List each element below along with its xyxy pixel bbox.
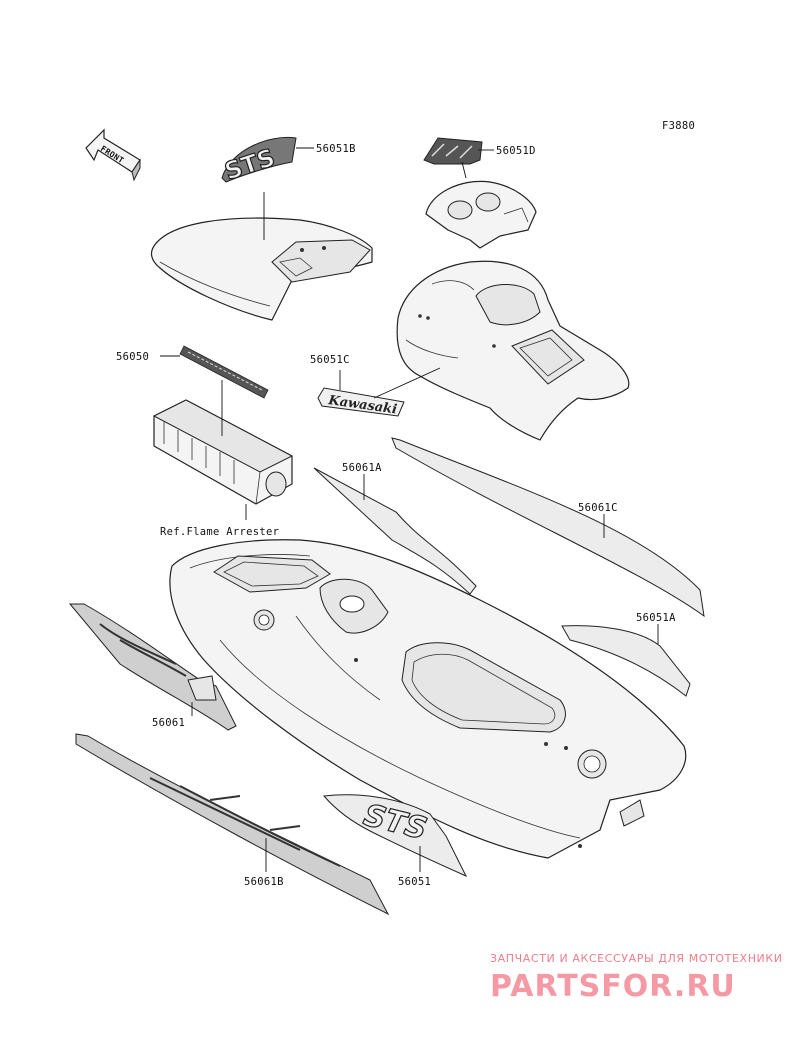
- watermark-tagline: ЗАПЧАСТИ И АКСЕССУАРЫ ДЛЯ МОТОТЕХНИКИ: [490, 952, 783, 965]
- label-56050: 56050: [116, 351, 149, 363]
- decal-56050: [179, 345, 269, 399]
- leader-instrument: [461, 161, 467, 179]
- label-56061a: 56061A: [342, 462, 382, 474]
- reference-note: Ref.Flame Arrester: [160, 526, 279, 538]
- label-56051a: 56051A: [636, 612, 676, 624]
- decal-56061c: [391, 437, 705, 618]
- decal-56061b: [75, 733, 390, 916]
- label-56051: 56051: [398, 876, 431, 888]
- label-56061c: 56061C: [578, 502, 618, 514]
- label-56051c: 56051C: [310, 354, 350, 366]
- instrument-cover-part: [425, 180, 537, 249]
- label-56061b: 56061B: [244, 876, 284, 888]
- hull-part: [169, 539, 687, 859]
- decal-56051b: STS: [221, 136, 297, 186]
- sts-small-text: STS: [221, 143, 278, 185]
- watermark-brand: PARTSFOR.RU: [490, 969, 736, 1004]
- label-56061: 56061: [152, 717, 185, 729]
- front-arrow-icon: FRONT: [85, 128, 141, 182]
- hood-cover-part: [150, 217, 373, 321]
- decal-56051c: Kawasaki: [317, 387, 405, 418]
- figure-code: F3880: [662, 120, 695, 132]
- decal-56051d: [423, 137, 483, 165]
- decal-56051a: [561, 625, 691, 697]
- label-56051b: 56051B: [316, 143, 356, 155]
- leader-56051c-deck: [373, 367, 441, 399]
- decal-56061: [68, 603, 237, 731]
- upper-deck-part: [396, 260, 630, 441]
- label-56051d: 56051D: [496, 145, 536, 157]
- flame-arrester-part: [152, 399, 294, 505]
- decal-56061a: [313, 467, 477, 595]
